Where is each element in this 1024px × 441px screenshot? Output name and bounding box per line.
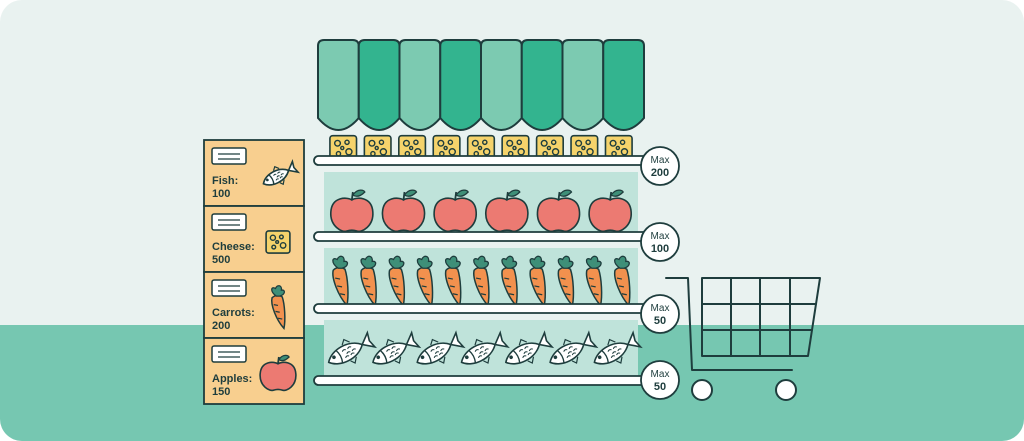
max-badge-value: 50	[654, 381, 666, 393]
carrot-icon	[271, 285, 286, 331]
cheese-icon	[535, 134, 564, 162]
cheese-icon	[398, 134, 427, 162]
apple-icon	[485, 189, 529, 233]
carrot-icon	[388, 255, 406, 308]
cheese-icon	[329, 134, 358, 162]
crate-item-qty: 150	[212, 386, 230, 398]
cheese-icon	[570, 134, 599, 162]
crate: Cheese:500	[203, 205, 305, 273]
max-badge-value: 100	[651, 243, 669, 255]
apple-icon	[259, 354, 297, 392]
crate-item-name: Apples:	[212, 373, 252, 385]
apple-icon	[433, 189, 477, 233]
awning-stripe	[520, 39, 564, 131]
carrot-icon	[444, 255, 462, 308]
fish-icon	[327, 330, 378, 365]
shelf-board	[313, 375, 669, 386]
awning-stripe	[357, 39, 401, 131]
cheese-icon	[363, 134, 392, 162]
apple-icon	[588, 189, 632, 233]
fish-icon	[460, 330, 510, 365]
crate-item-name: Carrots:	[212, 307, 255, 319]
max-badge-label: Max	[651, 303, 670, 314]
shelf-board	[313, 231, 669, 242]
awning-stripe	[561, 39, 605, 131]
max-badge-value: 50	[654, 315, 666, 327]
carrot-icon	[613, 255, 631, 308]
carrot-icon	[529, 255, 546, 308]
crate-item-qty: 200	[212, 320, 230, 332]
crate: Apples:150	[203, 337, 305, 405]
max-badge-label: Max	[651, 155, 670, 166]
crate-label-card	[211, 147, 247, 165]
awning-stripe	[602, 39, 645, 131]
awning-stripe	[398, 39, 442, 131]
shelf-products	[327, 134, 643, 365]
fish-icon	[593, 330, 643, 365]
carrot-icon	[332, 255, 349, 308]
crate-item-name: Cheese:	[212, 241, 255, 253]
cheese-icon	[265, 230, 291, 254]
crate: Carrots:200	[203, 271, 305, 339]
fish-icon	[416, 330, 466, 365]
carrot-icon	[416, 255, 434, 308]
crate-item-qty: 500	[212, 254, 230, 266]
crate-label-card	[211, 345, 247, 363]
shelf-panel	[324, 172, 638, 236]
apple-icon	[536, 189, 581, 233]
crate: Fish:100	[203, 139, 305, 207]
carrot-icon	[557, 255, 575, 308]
carrot-icon	[360, 255, 377, 308]
carrot-icon	[501, 255, 518, 308]
apple-icon	[381, 189, 426, 233]
shopping-cart-icon	[665, 277, 821, 401]
awning-stripe	[317, 39, 360, 131]
max-badge	[640, 294, 680, 334]
fish-icon	[549, 330, 599, 365]
max-badge	[640, 146, 680, 186]
max-badge	[640, 360, 680, 400]
store-awning	[317, 39, 645, 131]
fish-icon	[504, 330, 555, 365]
max-badge	[640, 222, 680, 262]
max-badge-label: Max	[651, 369, 670, 380]
awning-stripe	[480, 39, 523, 131]
shelf-board	[313, 155, 669, 166]
max-badge-value: 200	[651, 167, 669, 179]
max-badge-label: Max	[651, 231, 670, 242]
shelf-board	[313, 303, 669, 314]
apple-icon	[330, 189, 374, 233]
crate-label-card	[211, 279, 247, 297]
carrot-icon	[585, 255, 603, 308]
fish-icon	[372, 330, 422, 365]
fish-icon	[262, 159, 301, 186]
awning-stripe	[439, 39, 482, 131]
carrot-icon	[473, 255, 490, 308]
crate-label-card	[211, 213, 247, 231]
crate-item-name: Fish:	[212, 175, 238, 187]
crate-item-qty: 100	[212, 188, 230, 200]
